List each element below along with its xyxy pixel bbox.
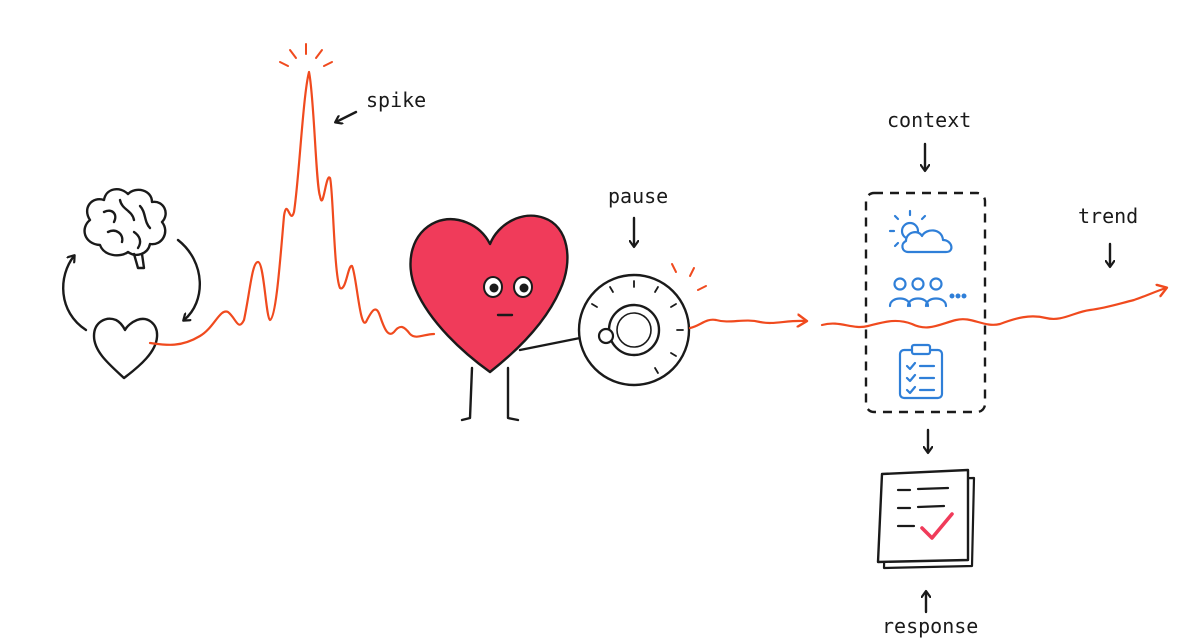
pause-label: pause: [608, 184, 669, 208]
clipboard-checklist-icon: [898, 343, 944, 400]
sun-cloud-icon: [888, 209, 953, 254]
heart-character: [409, 214, 602, 422]
response-label: response: [882, 614, 979, 638]
trend-wave: [820, 288, 1166, 329]
signal-wave-middle: [688, 320, 806, 330]
trend-label: trend: [1078, 204, 1139, 228]
context-box: [864, 191, 987, 414]
cycle-arrows-icon: [62, 238, 201, 332]
signal-wave-left: [148, 70, 436, 346]
context-label: context: [887, 108, 972, 132]
people-group-icon: [888, 277, 967, 308]
spike-rays: [279, 43, 333, 67]
document-check-icon: [876, 468, 976, 570]
dial-knob-icon: [577, 273, 691, 387]
brain-icon: [83, 188, 167, 270]
dial-rays: [671, 263, 707, 291]
spike-arrow: [336, 110, 358, 122]
spike-label: spike: [366, 88, 427, 112]
heart-outline-icon: [92, 317, 159, 380]
